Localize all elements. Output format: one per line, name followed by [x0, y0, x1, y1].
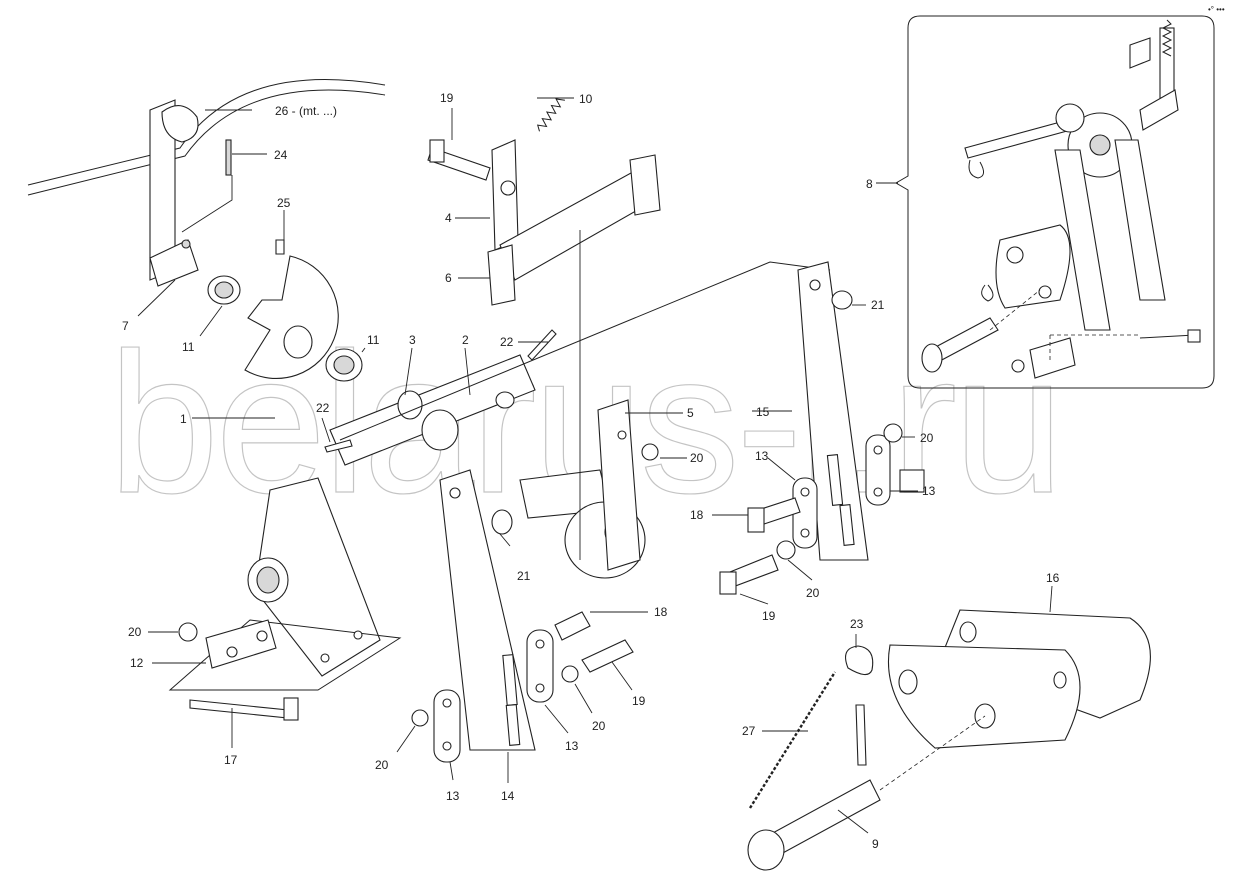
- washer-part-21-a: [491, 509, 513, 535]
- callout-22-left: 22: [316, 401, 330, 415]
- callout-11-left: 11: [182, 340, 195, 354]
- plate-part-13-b: [526, 629, 554, 703]
- callout-14: 14: [501, 789, 515, 803]
- plate-part-12: [205, 619, 277, 669]
- bracket-part-7: [149, 99, 199, 287]
- callout-13-bottom: 13: [446, 789, 460, 803]
- callout-22-top: 22: [500, 335, 514, 349]
- clip-part-23: [845, 645, 874, 676]
- callout-13-center: 13: [565, 739, 579, 753]
- washer-part-21-b: [831, 290, 853, 310]
- cotter-pin-22-b: [324, 439, 353, 453]
- plate-part-13-d: [865, 434, 891, 506]
- callout-26: 26 - (mt. ...): [275, 104, 337, 118]
- pin-part-24: [225, 139, 232, 176]
- cam-disc-part-1: [244, 255, 339, 380]
- callout-20-right-b: 20: [806, 586, 820, 600]
- callout-11-right: 11: [367, 333, 380, 347]
- callout-17: 17: [224, 753, 238, 767]
- bolt-part-19-a: [581, 639, 634, 673]
- callout-15: 15: [756, 405, 770, 419]
- callout-20-bottom: 20: [375, 758, 389, 772]
- nipple-part-25: [275, 239, 285, 255]
- callout-19-top: 19: [440, 91, 454, 105]
- pin-part-9: [747, 715, 986, 871]
- callout-12: 12: [130, 656, 144, 670]
- callout-27: 27: [742, 724, 756, 738]
- callout-6: 6: [445, 271, 452, 285]
- callout-7: 7: [122, 319, 129, 333]
- leader-lines: [137, 97, 1053, 834]
- callout-25: 25: [277, 196, 291, 210]
- left-support-bracket: [168, 477, 402, 691]
- cotter-pin-22-a: [527, 329, 557, 361]
- plate-part-13-a: [433, 689, 461, 763]
- callout-18-right: 18: [690, 508, 704, 522]
- callout-labels: 26 - (mt. ...) 24 25 7 11 11 3 2 22 22 1…: [122, 91, 1060, 851]
- callout-23: 23: [850, 617, 864, 631]
- callout-5: 5: [687, 406, 694, 420]
- bolt-part-17: [189, 699, 289, 719]
- callout-1: 1: [180, 412, 187, 426]
- chain-part-27: [748, 671, 837, 809]
- callout-20-right: 20: [920, 431, 934, 445]
- callout-8: 8: [866, 177, 873, 191]
- callout-2: 2: [462, 333, 469, 347]
- lever-part-2-3: [329, 354, 536, 466]
- nut-part-20-b: [561, 665, 579, 683]
- spring-part-10: [536, 98, 565, 132]
- callout-3: 3: [409, 333, 416, 347]
- callout-19-center: 19: [632, 694, 646, 708]
- callout-4: 4: [445, 211, 452, 225]
- cable-part-26: [27, 79, 386, 186]
- callout-21-center: 21: [517, 569, 531, 583]
- callout-18-center: 18: [654, 605, 668, 619]
- callout-16: 16: [1046, 571, 1060, 585]
- bracket-part-4-6: [487, 139, 661, 306]
- callout-13-right-a: 13: [755, 449, 769, 463]
- callout-21-right: 21: [871, 298, 885, 312]
- corner-mark: •° •••: [1208, 5, 1225, 14]
- bolt-part-18-a: [554, 611, 591, 641]
- callout-20-left: 20: [128, 625, 142, 639]
- nut-part-20-a: [178, 622, 198, 642]
- callout-10: 10: [579, 92, 593, 106]
- clamp-part-5: [597, 399, 641, 571]
- inset-assembly-view: [895, 15, 1215, 389]
- nut-part-20-f: [776, 540, 796, 560]
- nut-part-20-e: [883, 423, 903, 443]
- callout-13-right-b: 13: [922, 484, 936, 498]
- callout-19-right: 19: [762, 609, 776, 623]
- nut-part-20-d: [641, 443, 659, 461]
- callout-20-center-b: 20: [592, 719, 606, 733]
- hitch-bracket-part-16: [887, 609, 1151, 749]
- nut-part-20-c: [411, 709, 429, 727]
- callout-24: 24: [274, 148, 288, 162]
- callout-20-center: 20: [690, 451, 704, 465]
- square-part: [899, 469, 925, 493]
- arm-part-14: [439, 469, 536, 751]
- callout-9: 9: [872, 837, 879, 851]
